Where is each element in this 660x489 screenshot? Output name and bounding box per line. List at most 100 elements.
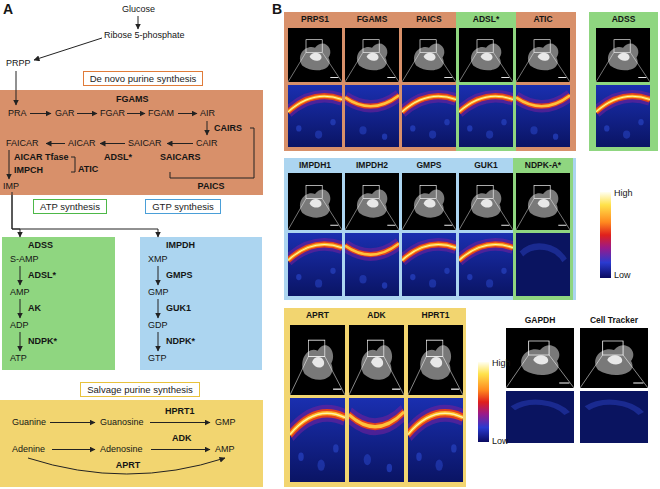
arrow xyxy=(9,150,10,179)
metabolite-label: AIR xyxy=(200,108,215,118)
section-header: De novo purine synthesis xyxy=(83,71,204,86)
heatmap xyxy=(516,233,570,296)
protein-label: IMPDH2 xyxy=(356,160,388,170)
arrow xyxy=(100,143,125,144)
heatmap xyxy=(290,398,345,482)
micrograph xyxy=(516,173,570,230)
enzyme-label: ADSS xyxy=(28,240,53,250)
pathway-panel: HPRT1GuanineGuanosineGMPADKAdenineAdenos… xyxy=(0,400,263,487)
protein-label: ADSS xyxy=(612,14,636,24)
pathway-panel: IMPDHXMPGMPSGMPGUK1GDPNDPK*GTP xyxy=(140,237,262,370)
arrow xyxy=(28,458,225,474)
enzyme-label: ADSL* xyxy=(28,270,56,280)
protein-label: GMPS xyxy=(416,160,441,170)
pathway-panel: FGAMSPRAGARFGARFGAMAIRCAIRSFAICARAICARSA… xyxy=(0,90,263,195)
metabolite-label: Guanosine xyxy=(100,417,144,427)
heatmap xyxy=(402,233,456,296)
scale-label: Low xyxy=(614,270,631,280)
heatmap xyxy=(349,398,404,482)
heatmap xyxy=(288,85,342,147)
highlight-column: ADSL* xyxy=(456,12,516,151)
arrow xyxy=(52,449,95,450)
arrow xyxy=(167,143,193,144)
arrow xyxy=(20,266,21,285)
arrow xyxy=(178,113,197,114)
arrow xyxy=(77,113,97,114)
enzyme-label: ADSL* xyxy=(104,152,132,162)
arrow xyxy=(158,332,159,351)
metabolite-label: CAIR xyxy=(196,138,218,148)
protein-label: HPRT1 xyxy=(422,310,450,320)
section-title: ATP synthesis xyxy=(40,201,100,212)
pathway-arrows xyxy=(9,16,254,474)
micrograph xyxy=(345,28,399,82)
enzyme-label: CAIRS xyxy=(214,123,242,133)
micrograph xyxy=(290,325,345,395)
enzyme-label: NDPK* xyxy=(166,336,195,346)
scale-label: High xyxy=(492,358,511,368)
micrograph xyxy=(345,173,399,230)
metabolite-label: FGAM xyxy=(148,108,174,118)
metabolite-label: FAICAR xyxy=(6,138,39,148)
highlight-column: NDPK-A* xyxy=(513,158,573,300)
heatmap xyxy=(516,85,570,147)
micrograph xyxy=(349,325,404,395)
micrograph xyxy=(580,328,648,388)
arrow xyxy=(150,422,210,423)
enzyme-label: ATIC xyxy=(78,164,98,174)
metabolite-label: ADP xyxy=(10,320,29,330)
section-header: ATP synthesis xyxy=(33,199,107,214)
heatmap xyxy=(580,391,648,443)
image-panel: APRT ADK HPRT1 xyxy=(284,308,466,487)
protein-label: ADSL* xyxy=(473,14,499,24)
arrow xyxy=(151,449,210,450)
scale-label: High xyxy=(614,188,633,198)
section-header: Salvage purine synthesis xyxy=(80,382,200,397)
metabolite-label: PRA xyxy=(8,108,27,118)
micrograph xyxy=(506,328,574,388)
heatmap xyxy=(408,398,463,482)
metabolite-label: Guanine xyxy=(12,417,46,427)
metabolite-label: AICAR xyxy=(68,138,96,148)
metabolite-label: GAR xyxy=(55,108,75,118)
protein-label: GAPDH xyxy=(525,315,556,325)
arrow xyxy=(127,113,145,114)
metabolite-label: S-AMP xyxy=(10,254,39,264)
enzyme-label: IMPCH xyxy=(14,165,43,175)
metabolite-label: ATP xyxy=(10,353,27,363)
bracket xyxy=(71,157,75,172)
arrow xyxy=(50,422,95,423)
micrograph xyxy=(459,28,513,82)
metabolite-label: IMP xyxy=(3,181,19,191)
enzyme-label: SAICARS xyxy=(160,152,201,162)
arrow xyxy=(207,121,208,135)
enzyme-label: APRT xyxy=(116,460,141,470)
micrograph xyxy=(516,28,570,82)
heatmap xyxy=(506,391,574,443)
micrograph-tiles xyxy=(288,28,650,482)
enzyme-label: FGAMS xyxy=(116,94,149,104)
protein-label: FGAMS xyxy=(357,14,388,24)
arrow xyxy=(20,299,21,318)
heatmap xyxy=(459,85,513,147)
metabolite-label: GMP xyxy=(215,417,236,427)
section-title: De novo purine synthesis xyxy=(90,73,197,84)
metabolite-label: Adenine xyxy=(12,444,45,454)
metabolite-label: AMP xyxy=(10,287,30,297)
protein-label: Cell Tracker xyxy=(590,315,638,325)
protein-label: ADK xyxy=(367,310,385,320)
enzyme-label: IMPDH xyxy=(166,240,195,250)
arrow xyxy=(34,38,102,60)
section-header: GTP synthesis xyxy=(145,199,221,214)
protein-label: ATIC xyxy=(533,14,552,24)
micrograph xyxy=(459,173,513,230)
color-scale xyxy=(478,362,489,442)
protein-label: APRT xyxy=(306,310,329,320)
protein-label: PRPS1 xyxy=(301,14,329,24)
enzyme-label: ADK xyxy=(172,433,192,443)
protein-label: IMPDH1 xyxy=(299,160,331,170)
enzyme-label: AICAR Tfase xyxy=(14,152,69,162)
arrow xyxy=(20,332,21,351)
enzyme-label: AK xyxy=(28,303,41,313)
section-title: GTP synthesis xyxy=(152,201,214,212)
